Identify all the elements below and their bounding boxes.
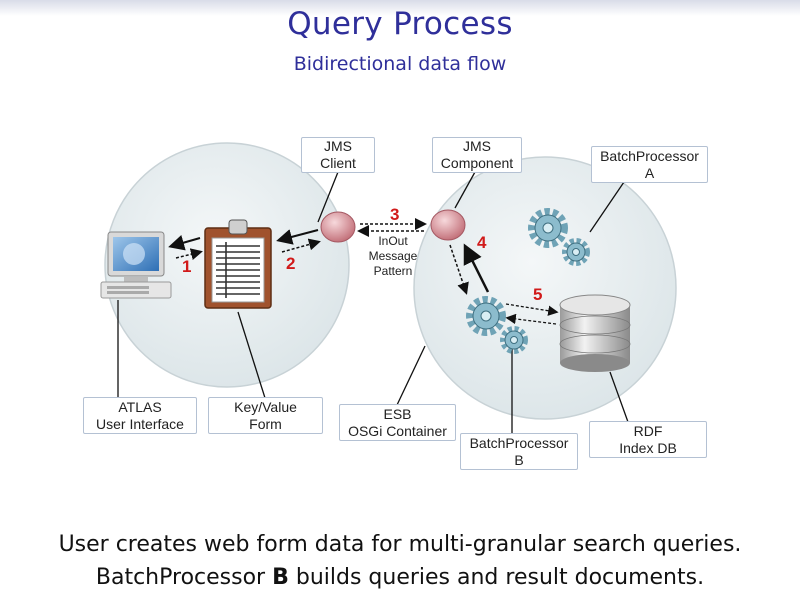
inout-message-pattern-label: InOut Message Pattern — [362, 234, 424, 279]
jms-component-label: JMS Component — [432, 137, 522, 173]
caption-line-2-bold: B — [272, 565, 289, 590]
flow-arrows — [168, 218, 559, 325]
inout-label-line2: Message — [368, 249, 418, 263]
database-icon — [559, 294, 631, 372]
esb-osgi-label: ESB OSGi Container — [339, 404, 456, 441]
rdf-label-line1: RDF — [633, 422, 663, 439]
step-2-number: 2 — [286, 254, 296, 273]
batchprocessor-a-label-line1: BatchProcessor — [600, 147, 699, 164]
caption-line-2-start: BatchProcessor — [95, 565, 273, 590]
jms-client-label: JMS Client — [301, 137, 375, 173]
keyvalue-label-line2: Form — [249, 415, 282, 432]
inout-label-line3: Pattern — [373, 264, 413, 278]
caption-line-1: User creates web form data for multi-gra… — [58, 532, 742, 557]
atlas-label-line2: User Interface — [96, 415, 184, 432]
jms-component-label-line1: JMS — [463, 138, 491, 154]
rdf-label-line2: Index DB — [619, 439, 677, 456]
page-title: Query Process — [287, 6, 513, 42]
caption-line-2: BatchProcessor B builds queries and resu… — [0, 565, 800, 590]
batchprocessor-b-label-line1: BatchProcessor — [469, 434, 569, 451]
esb-container-circle — [413, 156, 677, 420]
label-connector-lines — [117, 171, 629, 433]
step-1-number: 1 — [182, 257, 192, 276]
caption-line-2-end: builds queries and result documents. — [288, 565, 705, 590]
computer-icon — [100, 231, 172, 299]
jms-client-label-line2: Client — [320, 155, 356, 171]
inout-label-line1: InOut — [378, 234, 408, 248]
jms-client-endpoint — [320, 211, 356, 243]
step-5-number: 5 — [533, 285, 543, 304]
batchprocessor-b-label: BatchProcessor B — [460, 433, 578, 470]
gear-icons — [466, 208, 590, 354]
keyvalue-label-line1: Key/Value — [234, 398, 297, 415]
esb-label-line1: ESB — [383, 405, 412, 422]
atlas-ui-label: ATLAS User Interface — [83, 397, 197, 434]
page-subtitle: Bidirectional data flow — [293, 53, 507, 75]
atlas-label-line1: ATLAS — [118, 398, 162, 415]
clipboard-form-icon — [204, 219, 272, 309]
keyvalue-form-label: Key/Value Form — [208, 397, 323, 434]
batchprocessor-b-label-line2: B — [514, 451, 524, 468]
jms-component-label-line2: Component — [440, 155, 514, 171]
jms-client-label-line1: JMS — [324, 138, 352, 154]
esb-label-line2: OSGi Container — [348, 422, 447, 439]
batchprocessor-a-label-line2: A — [644, 164, 655, 181]
jms-component-endpoint — [430, 209, 466, 241]
step-4-number: 4 — [477, 233, 487, 252]
step-3-number: 3 — [390, 205, 400, 224]
batchprocessor-a-label: BatchProcessor A — [591, 146, 708, 183]
top-gradient-band — [0, 0, 800, 16]
rdf-index-db-label: RDF Index DB — [589, 421, 707, 458]
